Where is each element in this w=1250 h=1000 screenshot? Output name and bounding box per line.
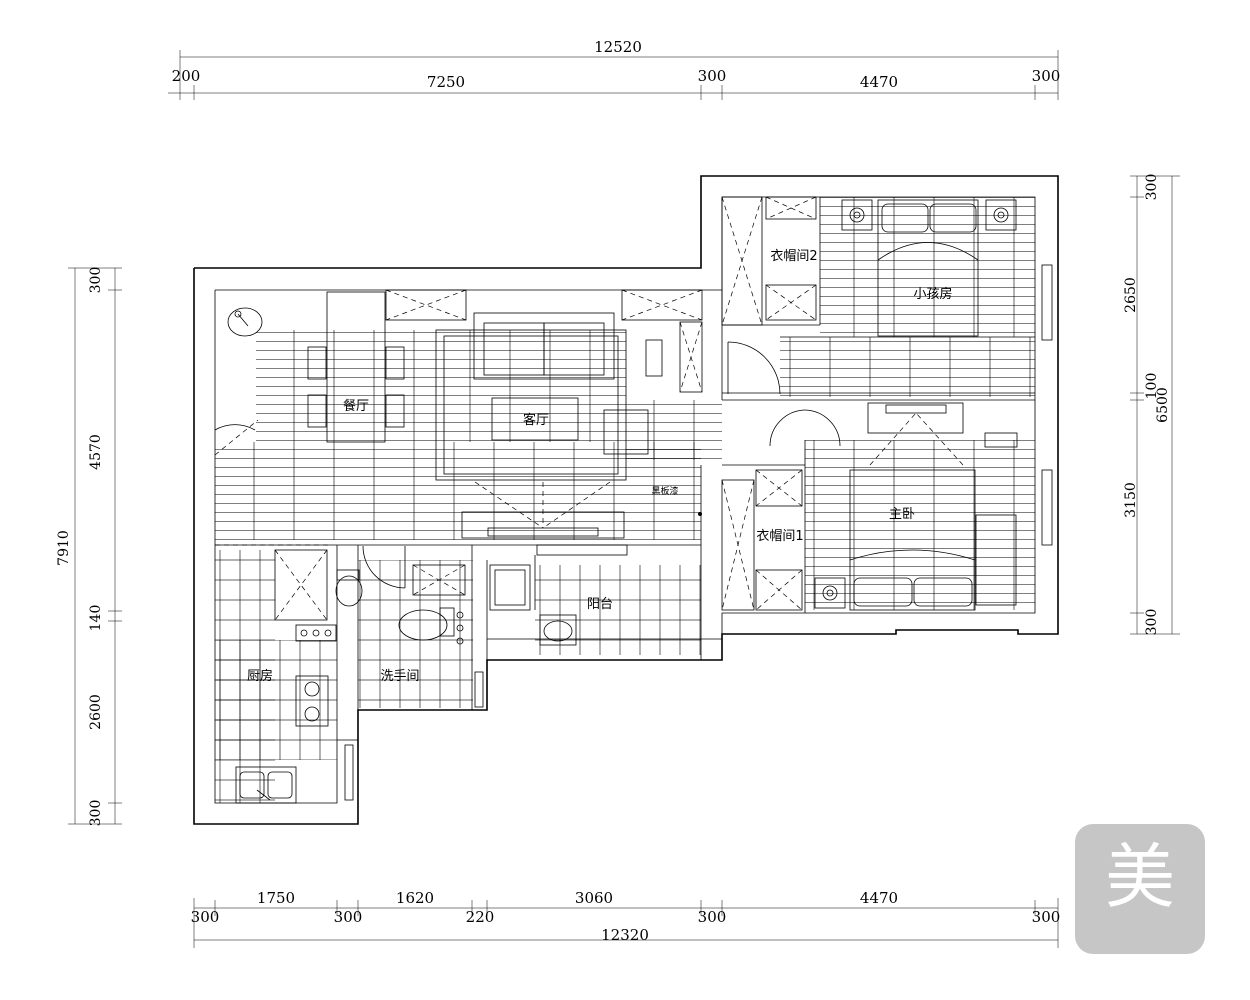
dim-right-seg-5: 300 bbox=[1144, 609, 1160, 636]
dim-right-total: 6500 bbox=[1155, 387, 1171, 423]
kitchen-appliances bbox=[235, 624, 337, 804]
dim-top-seg-4: 4470 bbox=[860, 73, 898, 91]
dim-left-seg-2: 4570 bbox=[88, 434, 104, 470]
dim-bottom-seg-4: 4470 bbox=[860, 889, 898, 907]
dim-bottom-wall-2: 300 bbox=[334, 908, 363, 926]
child-bed bbox=[841, 199, 1017, 337]
dim-top-seg-2: 7250 bbox=[427, 73, 465, 91]
room-label-kitchen: 厨房 bbox=[247, 668, 273, 684]
dim-left-seg-5: 300 bbox=[88, 800, 104, 827]
room-label-washroom: 洗手间 bbox=[380, 669, 419, 684]
dining-table bbox=[307, 291, 405, 443]
dim-right-seg-2: 2650 bbox=[1123, 277, 1139, 313]
dim-bottom-wall-5: 300 bbox=[1032, 908, 1061, 926]
dimension-bottom bbox=[193, 898, 1059, 948]
dim-right-seg-3: 100 bbox=[1144, 373, 1160, 400]
dim-bottom-seg-2: 1620 bbox=[396, 889, 434, 907]
doors bbox=[214, 341, 841, 589]
floor-hatching bbox=[215, 197, 1035, 610]
brand-logo-icon: 美 bbox=[1075, 824, 1205, 954]
dim-bottom-seg-3: 3060 bbox=[575, 889, 613, 907]
dim-left-seg-1: 300 bbox=[88, 267, 104, 294]
dim-right-seg-1: 300 bbox=[1144, 174, 1160, 201]
room-label-closet-1: 衣帽间1 bbox=[756, 528, 803, 544]
room-label-balcony: 阳台 bbox=[587, 597, 613, 612]
dim-bottom-wall-1: 300 bbox=[191, 908, 220, 926]
closet-cabinets bbox=[274, 196, 817, 621]
living-room-furniture bbox=[214, 312, 663, 546]
master-bed bbox=[814, 402, 1018, 611]
annotation-marker bbox=[698, 512, 702, 516]
windows bbox=[344, 264, 1053, 801]
dim-left-seg-4: 2600 bbox=[88, 694, 104, 730]
dim-bottom-wall-3: 220 bbox=[466, 908, 495, 926]
room-label-closet-2: 衣帽间2 bbox=[770, 248, 817, 264]
dimension-left bbox=[68, 267, 122, 825]
dim-top-seg-5: 300 bbox=[1032, 67, 1061, 85]
dim-bottom-seg-1: 1750 bbox=[257, 889, 295, 907]
dim-top-total: 12520 bbox=[594, 38, 642, 56]
washroom-fixtures bbox=[335, 569, 464, 645]
room-label-child-room: 小孩房 bbox=[913, 286, 952, 302]
plant-icon bbox=[227, 307, 263, 337]
dim-bottom-wall-4: 300 bbox=[698, 908, 727, 926]
room-label-living: 客厅 bbox=[523, 412, 549, 428]
dim-top-seg-3: 300 bbox=[698, 67, 727, 85]
room-label-master: 主卧 bbox=[889, 507, 915, 522]
dimension-right bbox=[1130, 175, 1180, 635]
dim-left-total: 7910 bbox=[56, 530, 72, 566]
dim-top-seg-1: 200 bbox=[172, 67, 201, 85]
balcony-fixtures bbox=[489, 544, 628, 646]
room-label-dining: 餐厅 bbox=[343, 398, 369, 414]
dim-bottom-total: 12320 bbox=[601, 926, 649, 944]
dimension-top bbox=[168, 50, 1059, 100]
dim-left-seg-3: 140 bbox=[88, 605, 104, 632]
floor-tiles bbox=[215, 550, 701, 803]
annotation-chalkboard-paint: 黑板漆 bbox=[651, 485, 678, 497]
logo-char: 美 bbox=[1105, 836, 1175, 918]
dim-right-seg-4: 3150 bbox=[1123, 482, 1139, 518]
